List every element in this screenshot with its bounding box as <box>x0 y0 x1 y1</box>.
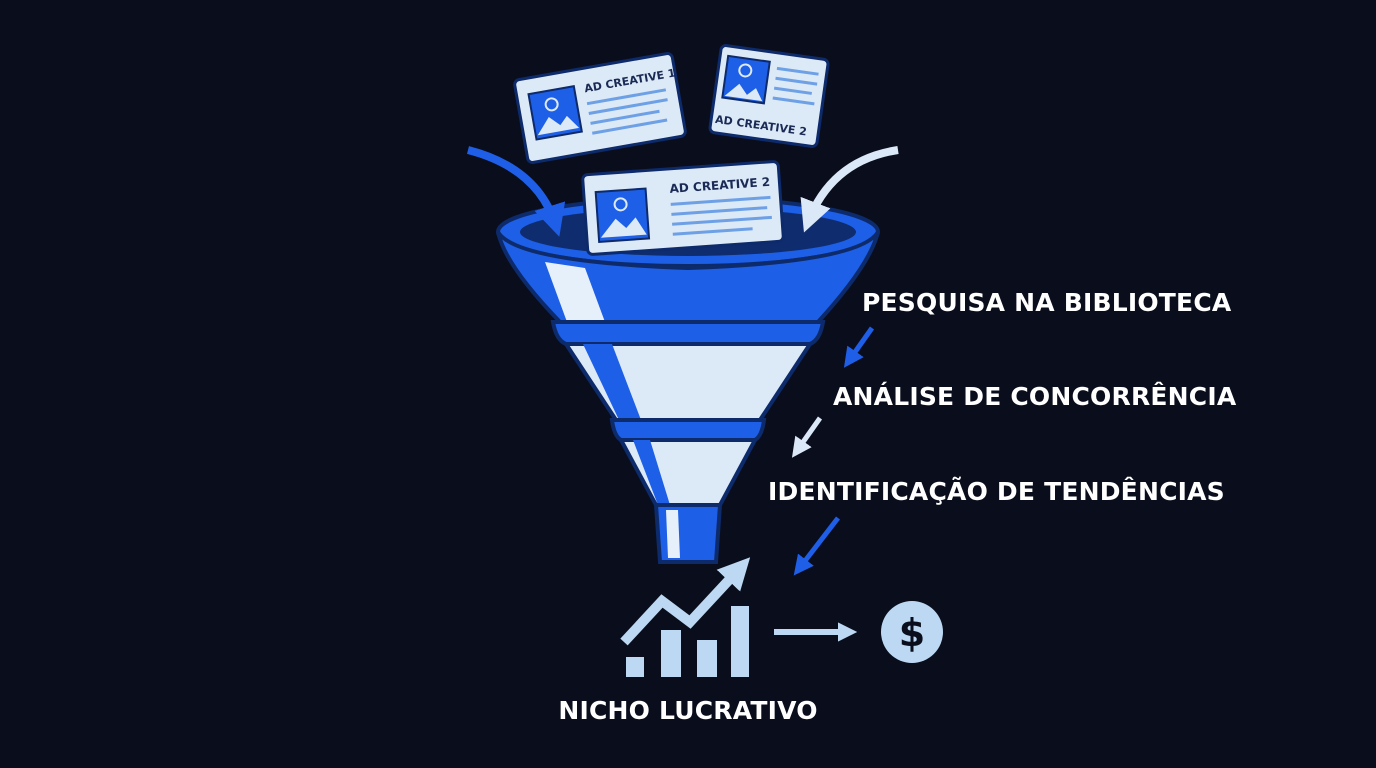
growth-chart-icon <box>620 557 751 677</box>
dollar-symbol: $ <box>899 611 925 655</box>
step-arrow <box>793 516 840 576</box>
funnel <box>496 196 880 564</box>
ad-creative-card: AD CREATIVE 2 <box>581 160 785 256</box>
ad-creative-card: AD CREATIVE 2 <box>708 44 830 148</box>
dollar-coin-icon: $ <box>881 601 943 663</box>
step-arrow <box>843 326 875 368</box>
ad-creative-card: AD CREATIVE 1 <box>513 52 687 164</box>
step-label: PESQUISA NA BIBLIOTECA <box>862 288 1232 317</box>
arrow-into-funnel-left <box>467 146 566 237</box>
result-label: NICHO LUCRATIVO <box>558 696 817 725</box>
step-label: ANÁLISE DE CONCORRÊNCIA <box>833 382 1237 411</box>
arrow-into-funnel-right <box>800 146 899 233</box>
step-label: IDENTIFICAÇÃO DE TENDÊNCIAS <box>768 477 1225 506</box>
step-arrow <box>791 416 823 458</box>
